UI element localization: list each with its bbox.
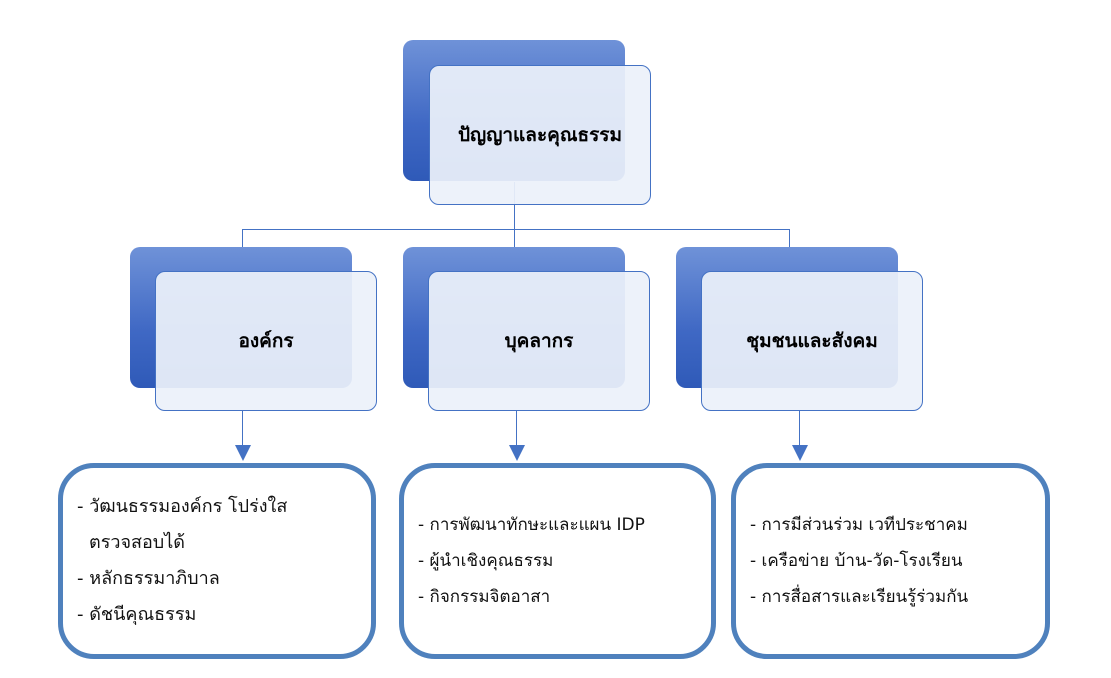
detail-item: ตรวจสอบได้ — [89, 532, 185, 553]
connector-root — [514, 182, 515, 247]
branch-label: องค์กร — [238, 330, 294, 352]
detail-item: - เครือข่าย บ้าน-วัด-โรงเรียน — [750, 551, 963, 571]
detail-item: - ผู้นำเชิงคุณธรรม — [418, 551, 554, 571]
arrow-shaft — [516, 411, 517, 445]
branch-node-personnel: บุคลากร — [428, 271, 650, 411]
connector-right — [789, 229, 790, 247]
branch-label: บุคลากร — [504, 330, 574, 352]
connector-left — [242, 229, 243, 247]
detail-item: - ดัชนีคุณธรรม — [77, 604, 197, 625]
detail-item: - กิจกรรมจิตอาสา — [418, 587, 551, 607]
branch-node-community: ชุมชนและสังคม — [701, 271, 923, 411]
arrow-down-icon — [792, 445, 808, 461]
detail-item: - การมีส่วนร่วม เวทีประชาคม — [750, 515, 968, 535]
detail-box-organization: - วัฒนธรรมองค์กร โปร่งใส ตรวจสอบได้ - หล… — [58, 463, 376, 659]
connector-horizontal — [242, 229, 790, 230]
detail-box-community: - การมีส่วนร่วม เวทีประชาคม - เครือข่าย … — [731, 463, 1050, 659]
arrow-down-icon — [235, 445, 251, 461]
arrow-shaft — [242, 411, 243, 445]
detail-item: - การพัฒนาทักษะและแผน IDP — [418, 515, 645, 535]
branch-node-organization: องค์กร — [155, 271, 377, 411]
detail-box-personnel: - การพัฒนาทักษะและแผน IDP - ผู้นำเชิงคุณ… — [399, 463, 716, 659]
detail-item: - หลักธรรมาภิบาล — [77, 568, 220, 589]
root-node: ปัญญาและคุณธรรม — [429, 65, 651, 205]
arrow-shaft — [799, 411, 800, 445]
branch-label: ชุมชนและสังคม — [746, 330, 878, 352]
detail-item: - วัฒนธรรมองค์กร โปร่งใส — [77, 496, 288, 517]
root-label: ปัญญาและคุณธรรม — [457, 124, 623, 146]
detail-item: - การสื่อสารและเรียนรู้ร่วมกัน — [750, 587, 969, 607]
arrow-down-icon — [509, 445, 525, 461]
